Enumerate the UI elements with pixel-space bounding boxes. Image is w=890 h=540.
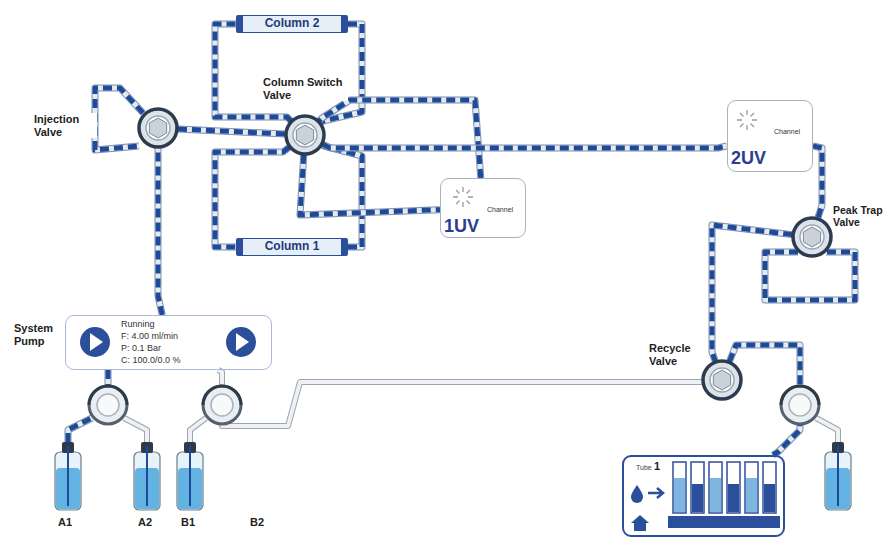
tubing-connector (813, 146, 822, 218)
channel-label: Channel (774, 128, 800, 136)
uv-lamp-icons (453, 110, 757, 207)
switch-valve: Column Switch Valve (284, 114, 326, 156)
tube-stroke (813, 146, 822, 218)
tube-stroke (712, 225, 792, 361)
tube-stroke (300, 155, 440, 215)
valve-rotor (710, 368, 734, 392)
valve-label: Injection Valve (33, 113, 97, 138)
tubing-connector (319, 100, 481, 178)
column-box: Column 1 (236, 238, 348, 256)
tubing-connector (215, 24, 291, 121)
bottle-label: A1 (58, 516, 72, 528)
tubing-connector (323, 144, 727, 148)
valve-symbol (791, 216, 833, 258)
valve-body (793, 218, 831, 256)
bottle-label: A2 (138, 516, 152, 528)
pump-tubing (68, 370, 838, 442)
trap-loop (765, 252, 855, 300)
tube-stroke (300, 155, 440, 215)
valve-body (703, 361, 741, 399)
tube-stroke (178, 129, 285, 134)
tube-stroke (323, 144, 727, 148)
tube-stroke (158, 148, 162, 315)
tube-stroke (813, 146, 822, 218)
valve-symbol (284, 114, 326, 156)
valve-symbol (137, 107, 179, 149)
tube-number: 1 (654, 460, 660, 473)
tube-stroke (323, 144, 727, 148)
tube-stroke (319, 100, 481, 178)
column-box: Column 2 (236, 15, 348, 33)
tube-stroke (158, 148, 162, 315)
valve-ports (713, 370, 730, 390)
tube-stroke (319, 100, 481, 178)
tube-stroke (322, 145, 362, 247)
tube-stroke (215, 147, 289, 247)
tube-stroke (300, 155, 440, 215)
valve-ports (296, 125, 313, 145)
tube-stroke (712, 225, 792, 361)
tube-stroke (218, 370, 702, 426)
column-label: Column 1 (265, 240, 320, 254)
tubing-connector (158, 148, 162, 315)
pump-panel: System PumpRunningF: 4.00 ml/minP: 0.1 B… (65, 315, 272, 370)
uv-number: 2UV (731, 149, 766, 167)
valve-symbol (701, 359, 743, 401)
pressure-readout: P: 0.1 Bar (121, 343, 161, 353)
injection-valve: Injection Valve (137, 107, 179, 149)
pump-icons (80, 327, 256, 357)
tube-stroke (178, 129, 285, 134)
tube-stroke (215, 24, 291, 121)
valve-body (286, 116, 324, 154)
tubing-connector (215, 147, 289, 247)
tube-stroke (813, 146, 822, 218)
flow-readout: F: 4.00 ml/min (121, 331, 178, 341)
valve-label: Recycle Valve (648, 342, 706, 367)
bottle-label: B1 (181, 516, 195, 528)
tube-stroke (178, 129, 285, 134)
uv-detector: Channel 1UV (440, 178, 526, 238)
tube-stroke (215, 24, 291, 121)
pump-status: Running (121, 319, 155, 329)
tubing-connector (712, 225, 792, 361)
valve-body (139, 109, 177, 147)
valve-label: Column Switch Valve (262, 76, 348, 101)
valve-rotor (800, 225, 824, 249)
tube-stroke (322, 145, 362, 247)
valve-label: Peak Trap Valve (832, 204, 888, 228)
bottle-label: B2 (250, 516, 264, 528)
valve-ports (803, 227, 820, 247)
tubing-connector (178, 129, 285, 134)
uv-detector: Channel 2UV (727, 100, 813, 172)
composition-readout: C: 100.0/0.0 % (121, 355, 181, 365)
channel-label: Channel (487, 206, 513, 214)
tube-stroke (215, 147, 289, 247)
tube-stroke (322, 145, 362, 247)
pump-heading: System Pump (14, 322, 64, 347)
sample-loop (95, 88, 143, 150)
tube-stroke (323, 144, 727, 148)
uv-number: 1UV (444, 217, 479, 235)
tube-stroke (319, 100, 481, 178)
tube-label: Tube (636, 464, 652, 472)
tube-stroke (712, 225, 792, 361)
valve-rotor (146, 116, 170, 140)
tube-stroke (215, 24, 291, 121)
tubing-connector (218, 370, 702, 426)
peak-trap-valve: Peak Trap Valve (791, 216, 833, 258)
tube-stroke (158, 148, 162, 315)
valve-rotor (293, 123, 317, 147)
tubing-connector (300, 155, 440, 215)
column-label: Column 2 (265, 17, 320, 31)
tubing-connector (322, 145, 362, 247)
tube-stroke (218, 370, 702, 426)
valve-ports (149, 118, 166, 138)
recycle-valve: Recycle Valve (701, 359, 743, 401)
fraction-collector-icons (631, 462, 780, 531)
fraction-collector: Tube1 (622, 455, 785, 537)
tube-stroke (215, 147, 289, 247)
